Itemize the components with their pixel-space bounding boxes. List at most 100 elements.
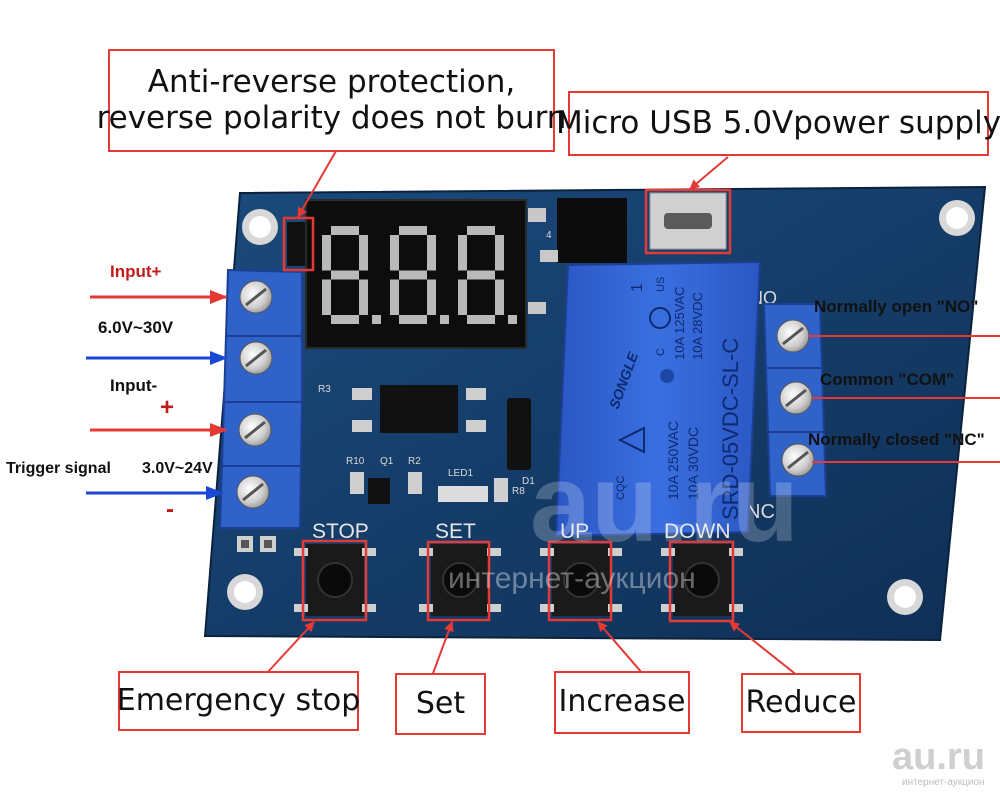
callout-anti-reverse-line2: reverse polarity does not burn xyxy=(96,99,567,136)
digit-2-segment-7 xyxy=(427,279,436,315)
callout-increase-text: Increase xyxy=(558,684,686,720)
push-button-set-pin-4 xyxy=(487,604,501,612)
leader-stop xyxy=(265,621,315,675)
callout-anti-reverse: Anti-reverse protection, reverse polarit… xyxy=(97,49,566,152)
display-digits xyxy=(322,226,517,324)
leader-usb xyxy=(689,156,729,190)
optocoupler-ic xyxy=(352,385,486,433)
push-button-down[interactable] xyxy=(661,544,743,616)
output-underlines xyxy=(808,335,1000,463)
digit-2-segment-3 xyxy=(399,315,427,324)
push-button-set[interactable] xyxy=(419,544,501,616)
push-button-stop[interactable] xyxy=(294,544,376,616)
label-up: UP xyxy=(560,520,589,543)
screw-nc[interactable] xyxy=(781,443,815,477)
push-button-stop-cap[interactable] xyxy=(317,562,353,598)
label-trigger-signal: Trigger signal xyxy=(6,460,111,477)
label-normally-open: Normally open "NO" xyxy=(814,297,979,316)
highlight-set xyxy=(426,540,491,622)
digit-2-decimal-point xyxy=(440,315,449,324)
callout-micro-usb-text: Micro USB 5.0Vpower supply xyxy=(555,104,1000,141)
digit-1-segment-3 xyxy=(331,315,359,324)
silk-4: 4 xyxy=(546,230,552,241)
digit-2-segment-4 xyxy=(390,235,399,271)
mounting-hole-top-left xyxy=(242,209,278,245)
smd-cap-3 xyxy=(528,302,546,314)
leader-protection xyxy=(297,150,337,218)
leader-set xyxy=(431,621,454,677)
digit-1-segment-1 xyxy=(331,226,359,235)
push-button-set-cap[interactable] xyxy=(442,562,478,598)
digit-2-segment-5 xyxy=(427,235,436,271)
smd-cap-1 xyxy=(528,208,546,222)
button-labels: STOP SET UP DOWN xyxy=(312,520,731,543)
push-button-stop-pin-2 xyxy=(362,548,376,556)
digit-3-segment-3 xyxy=(467,315,495,324)
silk-r2: R2 xyxy=(408,456,421,467)
relay-rating-1: 10A 250VAC xyxy=(665,421,681,500)
resistor-r8 xyxy=(494,478,508,502)
screw-no[interactable] xyxy=(776,319,810,353)
push-buttons xyxy=(294,544,743,616)
mounting-hole-top-right xyxy=(939,200,975,236)
digit-2-segment-2 xyxy=(399,270,427,280)
push-button-down-pin-2 xyxy=(729,548,743,556)
push-button-up-cap[interactable] xyxy=(563,562,599,598)
mounting-hole-bottom-right xyxy=(887,579,923,615)
led1 xyxy=(438,486,488,502)
callout-set-text: Set xyxy=(415,685,466,721)
leader-down xyxy=(729,621,799,677)
digit-3-segment-5 xyxy=(495,235,504,271)
push-button-down-pin-1 xyxy=(661,548,675,556)
label-set: SET xyxy=(435,520,476,543)
relay-rating-4: 10A 28VDC xyxy=(690,292,705,360)
push-button-stop-pin-3 xyxy=(294,604,308,612)
push-button-set-pin-2 xyxy=(487,548,501,556)
relay-model: SRD-05VDC-SL-C xyxy=(718,338,743,520)
push-button-down-cap[interactable] xyxy=(684,562,720,598)
input-arrows xyxy=(86,290,228,500)
push-button-set-pin-1 xyxy=(419,548,433,556)
digit-2-segment-1 xyxy=(399,226,427,235)
push-button-up-pin-3 xyxy=(540,604,554,612)
screw-com[interactable] xyxy=(779,381,813,415)
callout-reduce-text: Reduce xyxy=(745,684,857,720)
highlight-down xyxy=(668,540,735,623)
push-button-up-pin-2 xyxy=(608,548,622,556)
digit-1-segment-4 xyxy=(322,235,331,271)
relay-warning-triangle-icon xyxy=(617,426,645,454)
digit-1-segment-7 xyxy=(359,279,368,315)
relay-c: C xyxy=(655,348,667,356)
label-plus-sign: + xyxy=(160,394,175,421)
silk-led1: LED1 xyxy=(448,468,473,479)
label-trigger-range: 3.0V~24V xyxy=(142,460,213,477)
smd-regulator xyxy=(557,198,627,263)
callout-emergency-stop: Emergency stop xyxy=(117,671,360,731)
highlight-protection xyxy=(282,216,315,272)
silk-d1: D1 xyxy=(522,476,535,487)
highlight-stop xyxy=(301,539,368,622)
label-stop: STOP xyxy=(312,520,369,543)
micro-usb-port xyxy=(649,192,727,250)
screw-trigger-minus[interactable] xyxy=(236,475,270,509)
screw-input-plus[interactable] xyxy=(239,280,273,314)
screw-input-minus[interactable] xyxy=(239,341,273,375)
label-minus-sign: - xyxy=(166,496,174,523)
push-button-up[interactable] xyxy=(540,544,622,616)
digit-3-segment-7 xyxy=(495,279,504,315)
push-button-up-pin-4 xyxy=(608,604,622,612)
watermark-center-sub: интернет-аукцион xyxy=(448,562,696,595)
silk-r10: R10 xyxy=(346,456,365,467)
digit-3-segment-2 xyxy=(467,270,495,280)
digit-1-segment-2 xyxy=(331,270,359,280)
callout-set: Set xyxy=(395,673,486,735)
push-button-down-pin-3 xyxy=(661,604,675,612)
terminal-block-relay xyxy=(762,303,828,497)
push-button-set-pin-3 xyxy=(419,604,433,612)
resistor-r10 xyxy=(350,472,364,494)
relay-cqc: CQC xyxy=(615,476,627,501)
screw-trigger-plus[interactable] xyxy=(238,413,272,447)
smd-cap-2 xyxy=(540,250,558,262)
watermark-corner-sub: интернет-аукцион xyxy=(902,777,985,788)
relay-songle: SONGLE SRD-05VDC-SL-C 10A 250VAC 10A 30V… xyxy=(554,260,762,538)
